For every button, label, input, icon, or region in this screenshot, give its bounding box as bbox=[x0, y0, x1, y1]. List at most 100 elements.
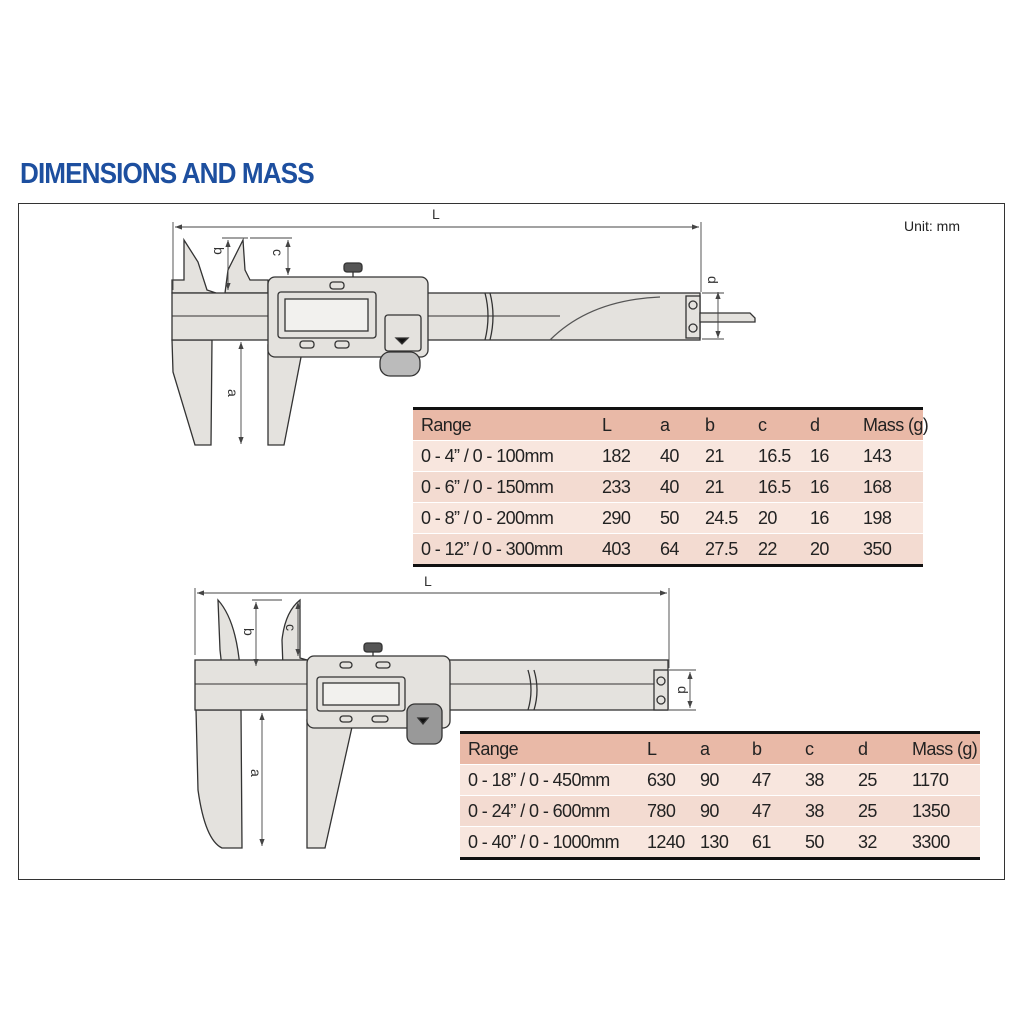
column-header: Mass (g) bbox=[912, 738, 978, 759]
table-cell: 143 bbox=[863, 445, 892, 466]
column-header: Mass (g) bbox=[863, 414, 929, 435]
table-cell: 290 bbox=[602, 507, 631, 528]
table-cell: 403 bbox=[602, 538, 631, 559]
dim-label-b: b bbox=[241, 628, 257, 636]
column-header: L bbox=[602, 414, 612, 435]
dim-label-L: L bbox=[432, 206, 440, 222]
table-cell: 50 bbox=[660, 507, 679, 528]
table-cell: 0 - 4” / 0 - 100mm bbox=[421, 445, 554, 466]
lock-screw bbox=[343, 262, 363, 273]
dim-label-c: c bbox=[283, 624, 299, 631]
dim-label-a: a bbox=[248, 769, 264, 777]
table-cell: 1170 bbox=[912, 769, 949, 790]
table-cell: 40 bbox=[660, 476, 679, 497]
fixed-lower-jaw bbox=[195, 709, 243, 849]
table-row: 0 - 12” / 0 - 300mm 403 64 27.5 22 20 350 bbox=[413, 534, 923, 564]
table-cell: 24.5 bbox=[705, 507, 738, 528]
table-cell: 0 - 12” / 0 - 300mm bbox=[421, 538, 563, 559]
diagram-frame bbox=[18, 203, 1005, 880]
slider-lower-jaw bbox=[306, 719, 353, 849]
column-header: Range bbox=[421, 414, 472, 435]
table-row: 0 - 8” / 0 - 200mm 290 50 24.5 20 16 198 bbox=[413, 503, 923, 534]
table-cell: 50 bbox=[805, 831, 824, 852]
page-title: DIMENSIONS AND MASS bbox=[20, 158, 315, 190]
table-cell: 630 bbox=[647, 769, 676, 790]
unit-label: Unit: mm bbox=[904, 218, 960, 234]
hold-button bbox=[384, 314, 422, 352]
table-cell: 38 bbox=[805, 800, 824, 821]
table-cell: 1240 bbox=[647, 831, 685, 852]
table-cell: 16 bbox=[810, 507, 829, 528]
caliper-small-dimensions bbox=[172, 222, 724, 444]
caliper-small-drawing bbox=[171, 237, 756, 446]
table-cell: 198 bbox=[863, 507, 892, 528]
table-cell: 61 bbox=[752, 831, 771, 852]
table-cell: 233 bbox=[602, 476, 631, 497]
column-header: L bbox=[647, 738, 657, 759]
slider-upper-jaw bbox=[281, 598, 308, 669]
column-header: b bbox=[752, 738, 762, 759]
thumb-roller bbox=[379, 351, 421, 377]
caliper-large-dimensions bbox=[194, 588, 696, 846]
column-header: d bbox=[810, 414, 820, 435]
table-cell: 780 bbox=[647, 800, 676, 821]
table-cell: 0 - 18” / 0 - 450mm bbox=[468, 769, 610, 790]
table-cell: 27.5 bbox=[705, 538, 738, 559]
table-cell: 182 bbox=[602, 445, 631, 466]
hold-button bbox=[406, 703, 443, 745]
table-cell: 21 bbox=[705, 445, 724, 466]
caliper-large-drawing bbox=[194, 598, 669, 849]
table-cell: 47 bbox=[752, 800, 771, 821]
column-header: d bbox=[858, 738, 868, 759]
table-cell: 40 bbox=[660, 445, 679, 466]
column-header: a bbox=[660, 414, 670, 435]
dim-label-a: a bbox=[225, 389, 241, 397]
column-header: Range bbox=[468, 738, 519, 759]
table-cell: 3300 bbox=[912, 831, 950, 852]
table-cell: 47 bbox=[752, 769, 771, 790]
table-cell: 90 bbox=[700, 769, 719, 790]
lock-screw bbox=[363, 642, 383, 653]
table-row: 0 - 4” / 0 - 100mm 182 40 21 16.5 16 143 bbox=[413, 441, 923, 472]
table-cell: 16.5 bbox=[758, 445, 791, 466]
table-row: 0 - 40” / 0 - 1000mm 1240 130 61 50 32 3300 bbox=[460, 827, 980, 857]
slider-upper-jaw bbox=[224, 237, 269, 294]
table-cell: 21 bbox=[705, 476, 724, 497]
table-cell: 20 bbox=[758, 507, 777, 528]
table-cell: 0 - 6” / 0 - 150mm bbox=[421, 476, 554, 497]
column-header: c bbox=[758, 414, 767, 435]
table-cell: 22 bbox=[758, 538, 777, 559]
table-cell: 16 bbox=[810, 476, 829, 497]
dim-label-b: b bbox=[211, 247, 227, 255]
table-cell: 350 bbox=[863, 538, 892, 559]
table-cell: 130 bbox=[700, 831, 729, 852]
table-cell: 32 bbox=[858, 831, 877, 852]
slider-lower-jaw bbox=[267, 344, 303, 446]
table-cell: 168 bbox=[863, 476, 892, 497]
table-cell: 64 bbox=[660, 538, 679, 559]
table-cell: 0 - 40” / 0 - 1000mm bbox=[468, 831, 620, 852]
table-cell: 16 bbox=[810, 445, 829, 466]
dim-label-c: c bbox=[270, 249, 286, 256]
table-cell: 16.5 bbox=[758, 476, 791, 497]
fixed-upper-jaw bbox=[171, 237, 217, 294]
table-row: 0 - 6” / 0 - 150mm 233 40 21 16.5 16 168 bbox=[413, 472, 923, 503]
fixed-lower-jaw bbox=[171, 339, 213, 446]
depth-rod bbox=[699, 312, 756, 323]
column-header: a bbox=[700, 738, 710, 759]
table-cell: 20 bbox=[810, 538, 829, 559]
table-cell: 0 - 8” / 0 - 200mm bbox=[421, 507, 554, 528]
table-cell: 38 bbox=[805, 769, 824, 790]
fixed-upper-jaw bbox=[217, 598, 241, 669]
dim-label-L: L bbox=[424, 573, 432, 589]
column-header: b bbox=[705, 414, 715, 435]
table-cell: 0 - 24” / 0 - 600mm bbox=[468, 800, 610, 821]
dim-label-d: d bbox=[705, 276, 721, 284]
table-cell: 1350 bbox=[912, 800, 950, 821]
